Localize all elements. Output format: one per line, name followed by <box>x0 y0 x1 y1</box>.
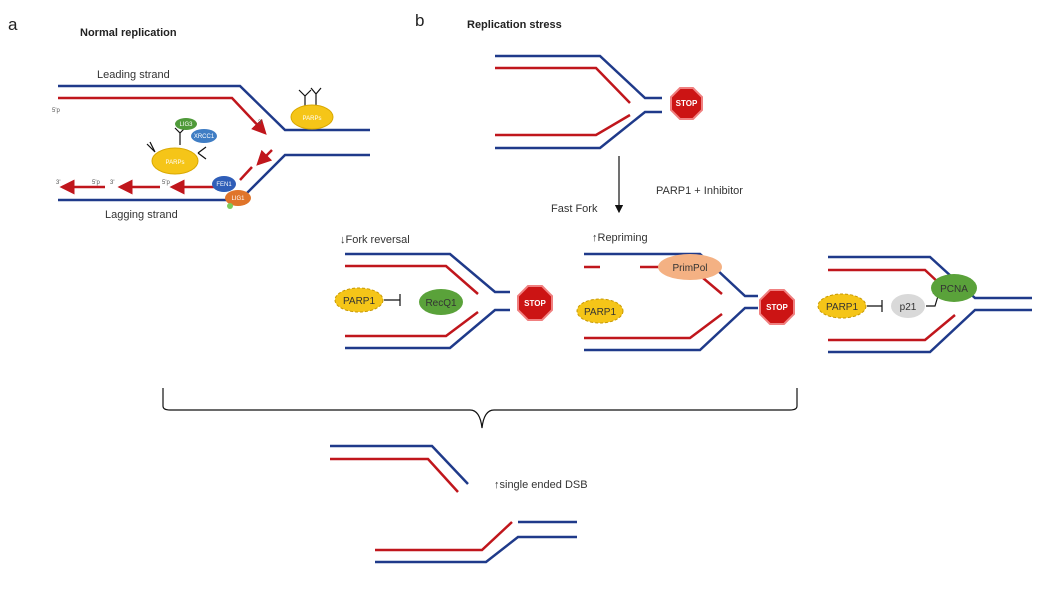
end-label-5p: 5'p <box>52 108 60 114</box>
normal-replication-fork <box>58 84 370 202</box>
parps-lower-shape <box>151 147 199 175</box>
fork-reversal-label: ↓Fork reversal <box>340 234 410 246</box>
lig1-shape <box>225 190 251 206</box>
stop-sign-icon <box>517 285 553 321</box>
fr-top-nascent <box>345 264 479 295</box>
inhibition-icon <box>867 300 883 312</box>
stalled-top-template <box>495 54 662 100</box>
lagging-strand-label: Lagging strand <box>105 209 178 221</box>
rp-bottom-template <box>584 306 758 352</box>
panel-b-title: Replication stress <box>467 19 562 31</box>
parp1-2-shape <box>576 298 624 324</box>
stop-sign-icon <box>670 87 703 120</box>
recq1-label: RecQ1 <box>425 298 457 309</box>
end-label-3p-lag1: 3' <box>110 180 114 186</box>
parps-lower: PARPs LIG3 XRCC1 <box>146 118 217 175</box>
stop-label-2: STOP <box>524 299 546 308</box>
ff-bottom-template <box>828 308 1032 354</box>
parp1-1-label: PARP1 <box>343 296 375 307</box>
fen1-lig1-complex: FEN1 LIG1 <box>212 176 251 209</box>
fast-fork-diagram: PARP1 p21 PCNA <box>817 255 1032 354</box>
lagging-template-strand <box>58 153 370 202</box>
primpol-label: PrimPol <box>672 263 707 274</box>
par-chain-icon <box>298 87 322 110</box>
stop-sign-icon <box>759 289 795 325</box>
rp-top-template <box>584 252 758 298</box>
parps-upper-shape <box>290 104 334 130</box>
parp1-1-shape <box>334 287 384 313</box>
parp1-3-label: PARP1 <box>826 302 858 313</box>
pcna-dot-icon <box>227 203 233 209</box>
leading-strand-label: Leading strand <box>97 69 170 81</box>
stalled-fork: STOP <box>495 54 703 150</box>
dsb-top-nascent <box>330 457 459 493</box>
xrcc1-label: XRCC1 <box>194 134 215 140</box>
stalled-bottom-template <box>495 110 662 150</box>
treatment-label: PARP1 + Inhibitor <box>656 185 743 197</box>
fr-top-template <box>345 252 510 294</box>
lig1-label: LIG1 <box>231 196 245 202</box>
p21-label: p21 <box>900 302 917 313</box>
ff-bottom-nascent <box>828 314 956 342</box>
parps-lower-label: PARPs <box>166 160 185 166</box>
fr-bottom-template <box>345 308 510 350</box>
xrcc1-shape <box>191 129 217 143</box>
leading-nascent-strand <box>58 96 267 135</box>
ff-top-template <box>828 255 1032 300</box>
stop-label-1: STOP <box>676 99 698 108</box>
end-label-3p-lead: 3' <box>258 120 262 126</box>
fast-fork-label: Fast Fork <box>551 203 598 215</box>
stalled-top-nascent <box>495 66 631 104</box>
stop-label-3: STOP <box>766 303 788 312</box>
leading-template-strand <box>58 84 370 132</box>
parps-upper-label: PARPs <box>303 116 322 122</box>
okazaki-fragment-3 <box>172 166 253 187</box>
end-label-5p-lag2: 5'p <box>92 180 100 186</box>
dsb-top-template <box>330 444 469 485</box>
repriming-label: ↑Repriming <box>592 232 648 244</box>
primpol-shape <box>658 254 722 280</box>
lig3-label: LIG3 <box>179 122 193 128</box>
fork-reversal-diagram: PARP1 RecQ1 STOP <box>334 252 553 350</box>
fen1-shape <box>212 176 236 192</box>
parp1-3-shape <box>817 293 867 319</box>
dsb-diagram <box>330 444 577 564</box>
pcna-shape <box>931 274 977 302</box>
par-chains-icon <box>146 127 207 160</box>
repriming-diagram: PrimPol PARP1 STOP <box>576 252 795 352</box>
recq1-shape <box>419 289 463 315</box>
stalled-bottom-nascent <box>495 113 631 137</box>
rp-bottom-nascent <box>584 313 723 340</box>
end-label-3p-lag2: 3' <box>56 180 60 186</box>
panel-b-letter: b <box>415 11 424 30</box>
panel-a-letter: a <box>8 15 18 34</box>
dsb-bottom-nascent <box>375 521 513 552</box>
brace-icon <box>162 388 798 429</box>
inhibition-icon <box>384 294 401 306</box>
fen1-label: FEN1 <box>216 182 232 188</box>
okazaki-fragment-4 <box>256 149 273 166</box>
dsb-bottom-template <box>375 535 577 564</box>
p21-shape <box>891 294 925 318</box>
dsb-label: ↑single ended DSB <box>494 479 588 491</box>
end-label-5p-lag1: 5'p <box>162 180 170 186</box>
parp1-2-label: PARP1 <box>584 307 616 318</box>
pcna-label: PCNA <box>940 284 968 295</box>
panel-a-title: Normal replication <box>80 27 177 39</box>
lig3-shape <box>175 118 197 130</box>
parps-upper: PARPs <box>290 87 334 130</box>
fr-bottom-nascent <box>345 311 479 338</box>
